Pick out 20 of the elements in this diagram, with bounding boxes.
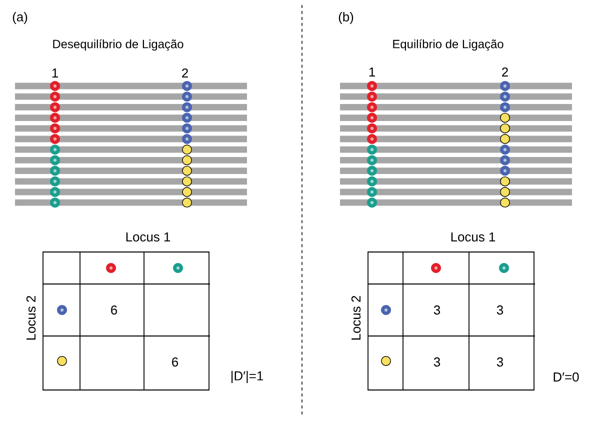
axis-label: Locus 2 (351, 296, 361, 340)
cell-value: 3 (434, 305, 440, 315)
cell-value: 6 (172, 357, 178, 367)
cell-value: 3 (496, 357, 504, 367)
locus-number: 2 (182, 68, 188, 78)
axis-label: Locus 2 (26, 296, 36, 340)
cell-value: 6 (111, 305, 118, 315)
statistic-label: |D′|=1 (232, 370, 264, 384)
panel-title: Desequilíbrio de Ligação (53, 39, 184, 51)
panel-title: Equilíbrio de Ligação (393, 39, 504, 51)
locus-number: 2 (502, 67, 508, 77)
axis-label: Locus 1 (126, 232, 170, 242)
panel-label: (a) (12, 12, 28, 24)
cell-value: 3 (496, 305, 504, 315)
panel-label: (b) (338, 12, 354, 24)
statistic-label: D′=0 (554, 372, 579, 382)
cell-value: 3 (434, 357, 440, 367)
locus-number: 1 (52, 68, 58, 78)
locus-number: 1 (369, 68, 375, 76)
axis-label: Locus 1 (451, 232, 496, 242)
